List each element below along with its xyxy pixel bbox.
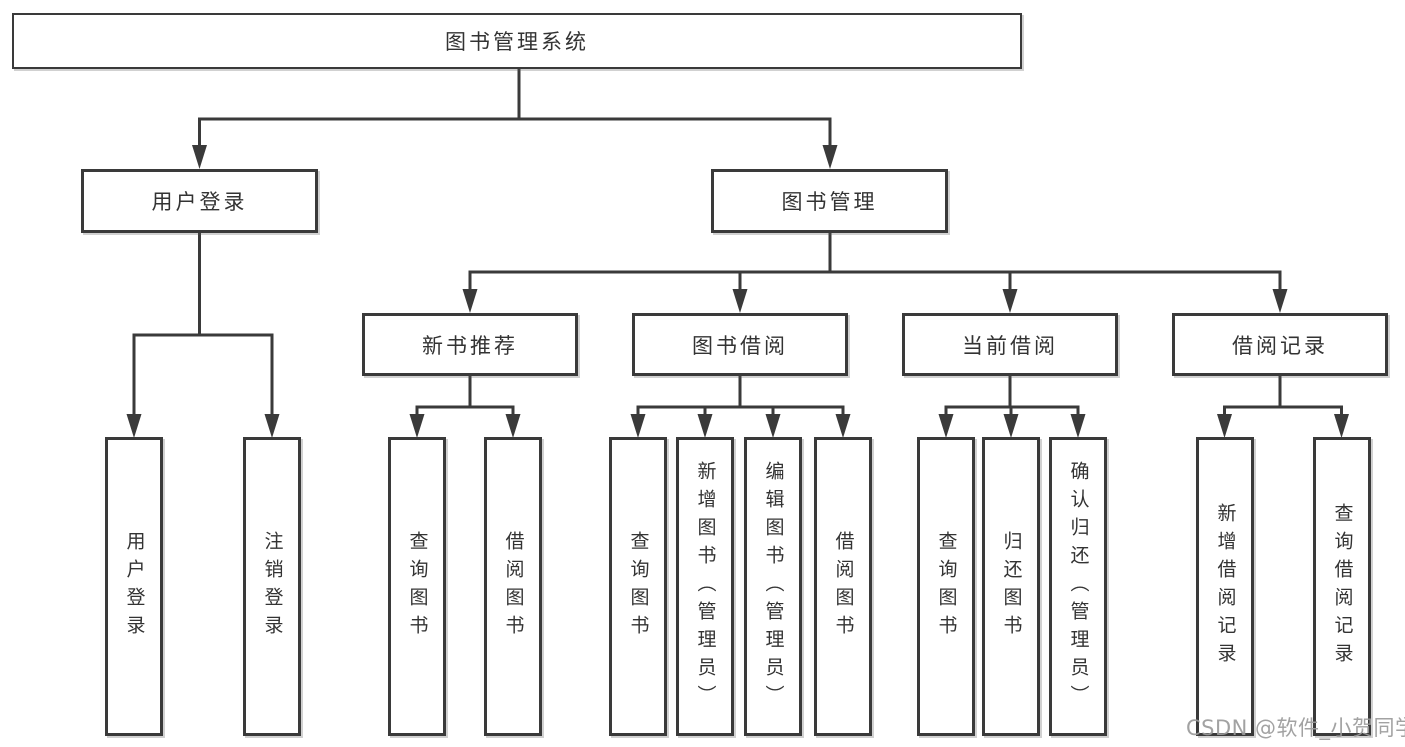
node-user-login: 用户登录 [81, 169, 318, 233]
leaf-query-books-borrowing: 查询图书 [609, 437, 667, 736]
node-borrowing-records-label: 借阅记录 [1232, 333, 1328, 358]
connector-root-to-level2 [198, 67, 832, 162]
leaf-add-books-admin: 新增图书（管理员） [676, 437, 734, 736]
leaf-query-books-recommend: 查询图书 [388, 437, 446, 736]
connector-book-mgmt-children [468, 231, 1282, 306]
node-new-book-recommend-label: 新书推荐 [422, 333, 518, 358]
leaf-borrow-books-recommend: 借阅图书 [484, 437, 542, 736]
node-root-label: 图书管理系统 [445, 30, 589, 54]
leaf-borrow-books-borrowing: 借阅图书 [814, 437, 872, 736]
connector-records-children [1223, 374, 1343, 432]
csdn-watermark: CSDN @软件_小贺同学 [1186, 716, 1405, 740]
node-book-management: 图书管理 [711, 169, 948, 233]
leaf-confirm-return-admin: 确认归还（管理员） [1049, 437, 1107, 736]
node-new-book-recommend: 新书推荐 [362, 313, 578, 376]
node-borrowing-records: 借阅记录 [1172, 313, 1388, 376]
leaf-logout: 注销登录 [243, 437, 301, 736]
connector-borrowing-children [636, 374, 845, 432]
arrowheads [126, 145, 1349, 438]
node-book-borrowing-label: 图书借阅 [692, 333, 788, 358]
node-current-borrowing-label: 当前借阅 [962, 333, 1058, 358]
leaf-query-borrow-record: 查询借阅记录 [1313, 437, 1371, 736]
node-user-login-label: 用户登录 [151, 190, 248, 214]
leaf-return-books: 归还图书 [982, 437, 1040, 736]
connector-new-book-children [415, 374, 515, 432]
leaf-query-books-current: 查询图书 [917, 437, 975, 736]
leaf-user-login: 用户登录 [105, 437, 163, 736]
node-root-system: 图书管理系统 [12, 13, 1022, 69]
node-current-borrowing: 当前借阅 [902, 313, 1118, 376]
connector-user-login-children [132, 231, 274, 430]
leaf-add-borrow-record: 新增借阅记录 [1196, 437, 1254, 736]
leaf-edit-books-admin: 编辑图书（管理员） [744, 437, 802, 736]
node-book-borrowing: 图书借阅 [632, 313, 848, 376]
node-book-management-label: 图书管理 [781, 190, 878, 214]
